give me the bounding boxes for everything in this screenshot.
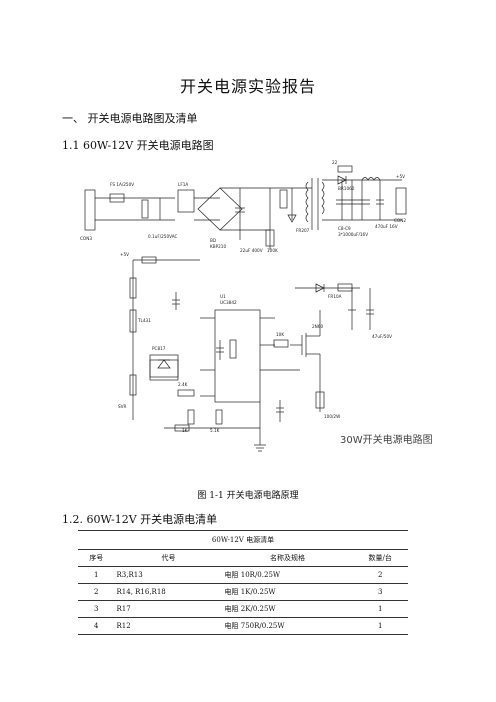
label-d2: FR207 <box>296 228 310 233</box>
cell-qty: 3 <box>352 583 408 601</box>
col-header-code: 代号 <box>114 549 223 567</box>
label-bd-part: KBP210 <box>210 244 226 249</box>
label-cap2: 47uF/50V <box>372 334 392 339</box>
col-header-spec: 名称及规格 <box>222 549 353 567</box>
circuit-schematic: FS 1A/250V CON3 LF1A BD KBP210 0.1uF/250… <box>80 160 433 452</box>
table-row: 3 R17 电阻 2K/0.25W 1 <box>78 600 408 618</box>
cell-code: R14, R16,R18 <box>114 583 223 601</box>
label-r1: 10K <box>276 332 284 337</box>
table-row: 1 R3,R13 电阻 10R/0.25W 2 <box>78 566 408 584</box>
table-row: 4 R12 电阻 750R/0.25W 1 <box>78 617 408 635</box>
cell-index: 2 <box>78 583 115 601</box>
label-fuse: FS 1A/250V <box>110 182 134 187</box>
cell-code: R12 <box>114 617 223 635</box>
label-r6: 22 <box>332 160 338 165</box>
label-d3: FR10A <box>328 294 342 299</box>
label-bulk-cap: 22uF 400V <box>240 248 263 253</box>
page-title: 开关电源实验报告 <box>179 77 316 96</box>
cell-spec: 电阻 1K/0.25W <box>222 583 353 601</box>
cell-index: 3 <box>78 600 115 618</box>
figure-caption: 图 1-1 开关电源电路原理 <box>197 491 299 501</box>
label-d1: BR1060 <box>338 186 355 191</box>
label-lf: LF1A <box>178 182 188 187</box>
table-header-row: 序号 代号 名称及规格 数量/台 <box>78 549 408 567</box>
section-heading: 一、 开关电源电路图及清单 <box>62 112 198 125</box>
label-r4: 100K <box>267 248 278 253</box>
label-uc3842: UC3842 <box>220 300 237 305</box>
cell-spec: 电阻 750R/0.25W <box>222 617 353 635</box>
subsection-heading-list: 1.2. 60W-12V 开关电源电清单 <box>62 513 218 526</box>
cell-qty: 1 <box>352 617 408 635</box>
label-con3: CON3 <box>80 236 92 241</box>
label-r3: 1K <box>182 428 188 433</box>
label-5v-fb: +5V <box>120 252 129 257</box>
cell-spec: 电阻 10R/0.25W <box>222 566 353 584</box>
cell-code: R3,R13 <box>114 566 223 584</box>
schematic-watermark: 30W开关电源电路图 <box>340 433 433 446</box>
parts-list-table: 60W-12V 电源清单 序号 代号 名称及规格 数量/台 1 R3,R13 电… <box>78 530 408 635</box>
label-5v-out: +5V <box>396 174 405 179</box>
label-cy: 0.1uF/250VAC <box>148 234 178 239</box>
label-rsense: 100/2W <box>324 414 340 419</box>
label-tl431: TL431 <box>137 318 151 323</box>
label-con2: CON2 <box>394 218 406 223</box>
label-r2: 2.4K <box>178 382 188 387</box>
cell-index: 4 <box>78 617 115 635</box>
cell-index: 1 <box>78 566 115 584</box>
label-cout: C8-C9 <box>338 226 351 231</box>
cell-qty: 1 <box>352 600 408 618</box>
label-pc817: PC817 <box>152 346 166 351</box>
cell-qty: 2 <box>352 566 408 584</box>
label-bd: BD <box>210 238 216 243</box>
cell-spec: 电阻 2K/0.25W <box>222 600 353 618</box>
subsection-heading-circuit: 1.1 60W-12V 开关电源电路图 <box>62 139 214 152</box>
label-cout2: 3*1000uF/16V <box>338 232 368 237</box>
label-r5: 5.1K <box>210 428 220 433</box>
table-row: 2 R14, R16,R18 电阻 1K/0.25W 3 <box>78 583 408 601</box>
col-header-qty: 数量/台 <box>352 549 408 567</box>
label-q1: 2N60 <box>312 324 323 329</box>
label-svr: SVR <box>118 404 127 409</box>
table-caption: 60W-12V 电源清单 <box>78 530 408 550</box>
col-header-index: 序号 <box>78 549 115 567</box>
label-cap1: 470uF 16V <box>375 224 398 229</box>
label-u1: U1 <box>220 294 226 299</box>
cell-code: R17 <box>114 600 223 618</box>
